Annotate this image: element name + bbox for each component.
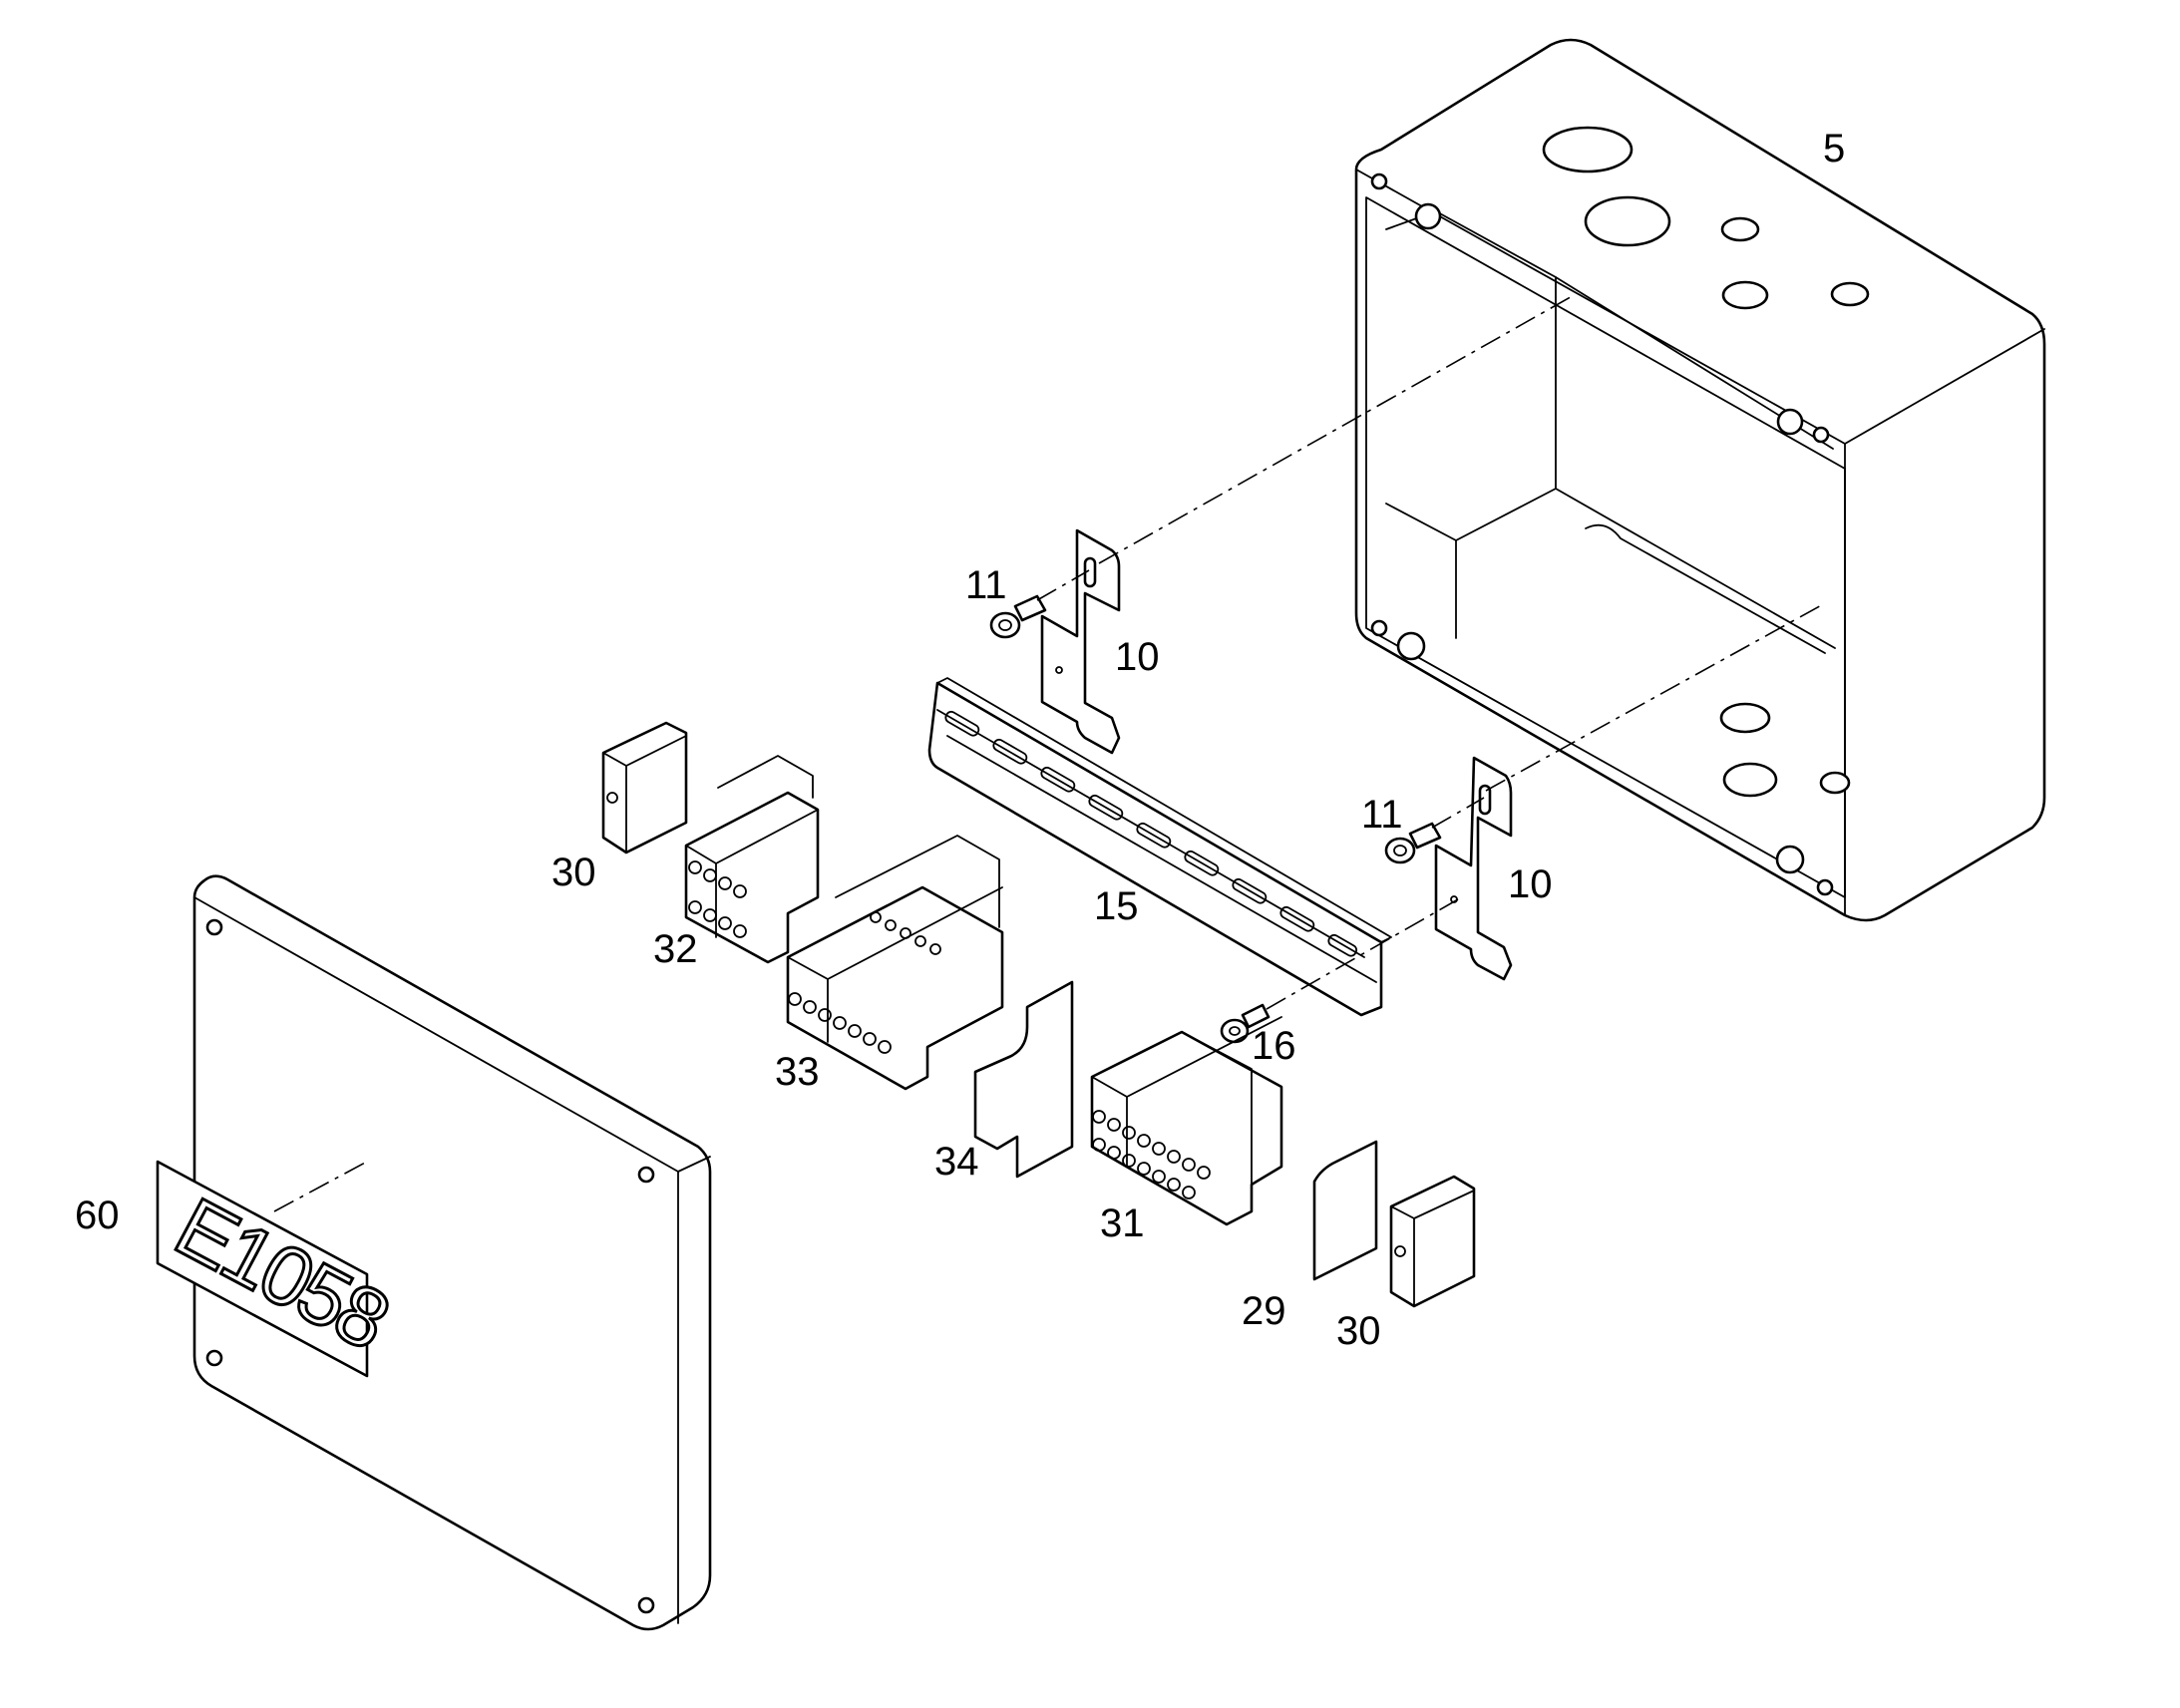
callout-bracket-top: 10	[1115, 635, 1160, 679]
terminal-screws	[688, 860, 747, 938]
callout-enclosure: 5	[1823, 127, 1845, 171]
din-rail	[927, 677, 1392, 1017]
terminal-screws	[788, 911, 941, 1054]
enclosure-box	[1354, 38, 2046, 922]
screw-bottom-bracket	[1384, 822, 1442, 864]
callout-lid: 60	[75, 1194, 120, 1237]
callout-bracket-bottom: 10	[1508, 862, 1553, 906]
callout-screw-top: 11	[965, 563, 1007, 607]
callout-terminal-block-right: 31	[1100, 1201, 1145, 1245]
screw-top	[989, 594, 1047, 639]
callout-end-clamp-left: 30	[551, 851, 596, 894]
end-clamp-left	[601, 721, 688, 854]
callout-end-clamp-right: 30	[1336, 1309, 1381, 1353]
bracket-top	[1040, 528, 1121, 755]
callout-terminal-block-left: 32	[653, 927, 698, 971]
callout-rail-screw: 16	[1252, 1024, 1296, 1068]
callout-separator-plate: 34	[934, 1140, 979, 1184]
terminal-block-middle	[786, 835, 1004, 1091]
separator-plate	[973, 980, 1074, 1179]
end-clamp-right	[1389, 1175, 1476, 1308]
end-cover-plate	[1312, 1140, 1378, 1281]
rail-slots	[944, 710, 1358, 957]
terminal-block-right	[1090, 1016, 1283, 1226]
terminal-screws	[1092, 1110, 1211, 1199]
bracket-bottom	[1434, 756, 1513, 981]
callout-screw-bottom: 11	[1361, 793, 1403, 837]
callouts: 5 11 10 11 10 15 16 30 32 33 34 31 29 30…	[75, 127, 1845, 1353]
assembly-lines	[273, 293, 1826, 1212]
callout-terminal-block-middle: 33	[775, 1050, 820, 1094]
terminal-block-left	[684, 755, 820, 964]
callout-end-cover-plate: 29	[1242, 1289, 1286, 1333]
callout-din-rail: 15	[1094, 884, 1139, 928]
rail-screw	[1220, 1003, 1271, 1044]
